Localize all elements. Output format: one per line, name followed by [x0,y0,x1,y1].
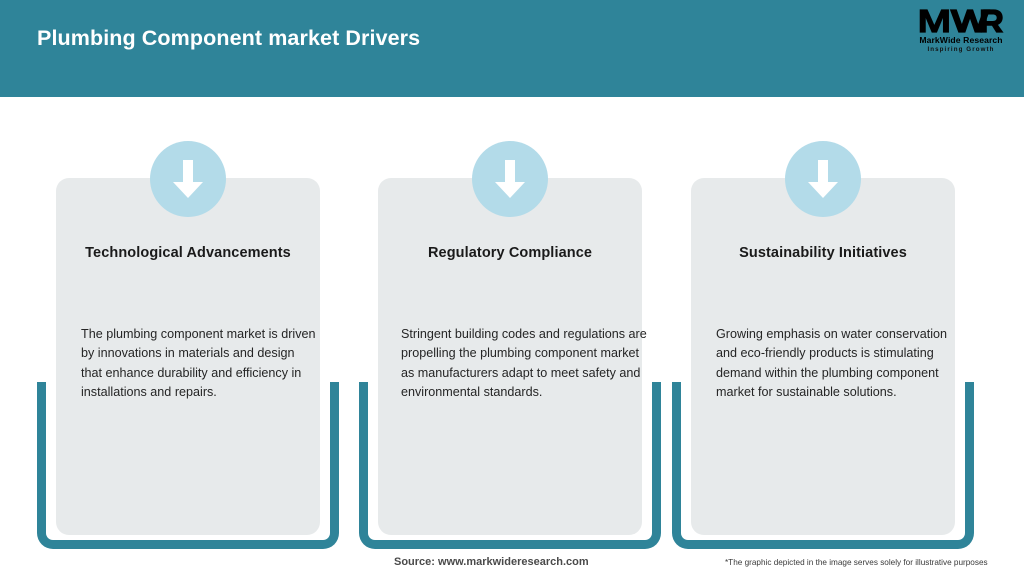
disclaimer-note: *The graphic depicted in the image serve… [725,558,988,567]
down-arrow-glyph [808,160,838,198]
card-panel [56,178,320,535]
mwr-logo-icon [919,9,1004,33]
driver-card: Regulatory Compliance Stringent building… [359,97,661,549]
card-frame-accent [37,382,339,549]
card-title: Technological Advancements [85,245,291,261]
down-arrow-icon [150,141,226,217]
driver-card: Technological Advancements The plumbing … [37,97,339,549]
card-body-text: The plumbing component market is driven … [81,327,316,399]
card-panel [378,178,642,535]
brand-logo: MarkWide Research Inspiring Growth [910,7,1012,59]
card-title: Sustainability Initiatives [739,245,907,261]
logo-tagline: Inspiring Growth [927,45,995,53]
card-frame-accent [672,382,974,549]
card-title: Regulatory Compliance [427,245,593,261]
down-arrow-glyph [173,160,203,198]
logo-name: MarkWide Research [919,35,1003,45]
source-label: Source: www.markwideresearch.com [394,556,589,568]
card-body-text: Stringent building codes and regulations… [401,327,647,399]
drivers-card-group: Technological Advancements The plumbing … [0,97,1024,549]
down-arrow-icon [472,141,548,217]
card-frame-accent [359,382,661,549]
card-panel [691,178,955,535]
page-title: Plumbing Component market Drivers [37,26,421,50]
down-arrow-glyph [495,160,525,198]
page-header: Plumbing Component market Drivers MarkWi… [0,0,1024,97]
card-body-text: Growing emphasis on water conservation a… [716,327,947,399]
driver-card: Sustainability Initiatives Growing empha… [672,97,974,549]
down-arrow-icon [785,141,861,217]
